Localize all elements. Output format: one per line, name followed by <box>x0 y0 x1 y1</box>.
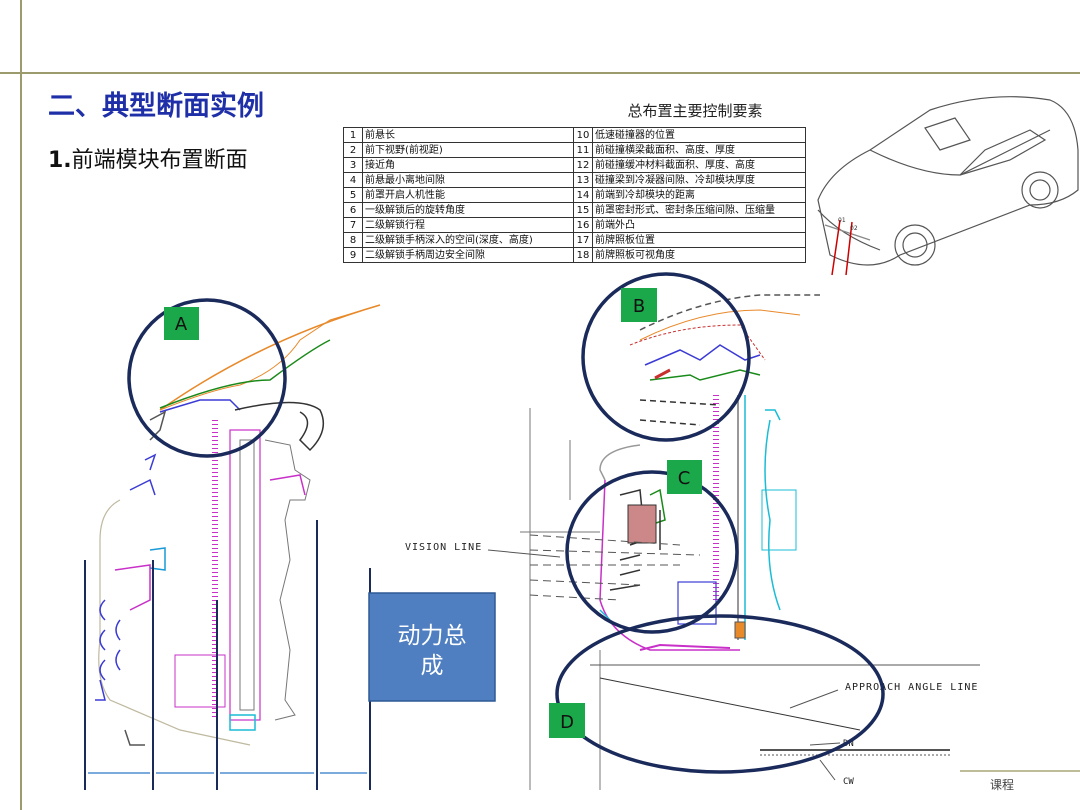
right-section <box>520 294 820 790</box>
marker-a-label: A <box>175 314 188 335</box>
approach-angle-label: APPROACH ANGLE LINE <box>845 682 978 693</box>
marker-b <box>621 288 657 322</box>
section-subtitle: 1.前端模块布置断面 <box>48 142 248 174</box>
footer-text: 课程 <box>990 778 1015 792</box>
left-dimension-lines <box>84 520 371 790</box>
subtitle-number: 1. <box>48 148 72 173</box>
powertrain-label-1: 动力总 <box>398 623 467 649</box>
marker-b-label: B <box>633 296 645 317</box>
left-section <box>95 304 381 746</box>
cw-label: CW <box>843 777 854 787</box>
car-point-2: 02 <box>850 225 858 232</box>
car-illustration <box>817 96 1079 276</box>
detail-circle-b <box>581 272 751 442</box>
vision-leader <box>487 549 561 558</box>
marker-d-label: D <box>560 712 574 733</box>
vision-lines <box>529 534 701 601</box>
car-point-1: 01 <box>838 217 846 224</box>
detail-circle-c <box>565 470 739 634</box>
marker-d <box>549 703 585 738</box>
detail-circle-a <box>127 298 287 458</box>
row-item: 前牌照板可视角度 <box>592 247 806 263</box>
marker-a <box>164 307 199 340</box>
table-title: 总布置主要控制要素 <box>627 102 763 120</box>
marker-c-label: C <box>678 468 691 489</box>
detail-circle-d <box>555 614 885 774</box>
slide-bottom-rule <box>960 770 1080 772</box>
row-item: 二级解锁手柄周边安全间隙 <box>362 247 574 263</box>
row-number: 18 <box>573 247 593 263</box>
marker-c <box>667 460 702 494</box>
powertrain-box <box>368 592 496 702</box>
subtitle-text: 前端模块布置断面 <box>71 148 248 173</box>
vision-line-label: VISION LINE <box>405 542 482 553</box>
powertrain-label-2: 成 <box>421 653 444 679</box>
slide-top-rule <box>0 72 1080 74</box>
slide-left-rule <box>20 0 22 810</box>
page-title: 二、典型断面实例 <box>48 91 264 122</box>
ground-lines <box>590 664 980 781</box>
